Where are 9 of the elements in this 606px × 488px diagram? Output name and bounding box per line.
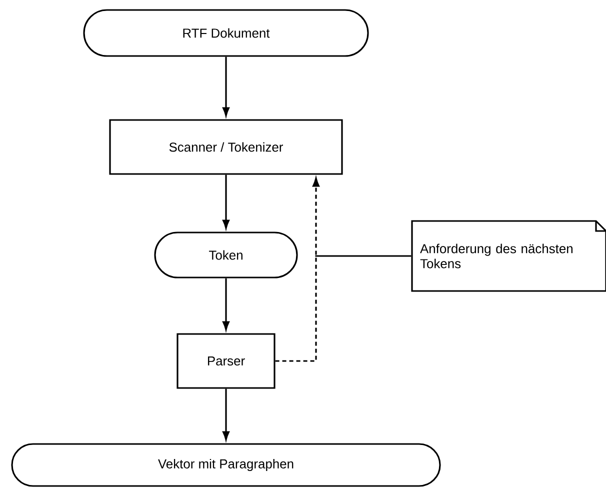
process-box: Scanner / Tokenizer [109,119,343,175]
process-box: Parser [176,333,276,389]
arrow [222,278,230,330]
arrow [222,56,230,116]
note-box: Anforderung des nächsten Tokens [411,220,606,292]
arrow [222,174,230,229]
leader-line [315,255,412,257]
arrow [222,388,230,440]
feedback-arrow [275,178,320,362]
